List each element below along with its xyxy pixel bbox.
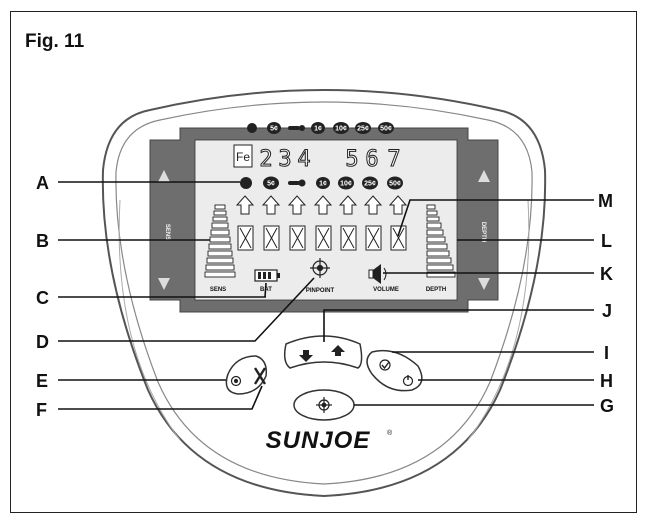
bezel-coin-label: 10¢ xyxy=(335,126,347,133)
arrow-up-icon xyxy=(287,195,307,215)
brand-logo: SUNJOE xyxy=(266,427,371,454)
bezel-up-arrow-right xyxy=(478,170,490,182)
arrow-up-icon xyxy=(235,195,255,215)
arrow-up-icon xyxy=(338,195,358,215)
callout-label: L xyxy=(601,231,612,251)
depth-label: DEPTH xyxy=(426,287,446,293)
x-cross-icon xyxy=(237,225,254,251)
callout-label: E xyxy=(36,371,48,391)
arrow-up-icon xyxy=(363,195,383,215)
sens-label: SENS xyxy=(210,287,226,293)
bezel-down-arrow-right xyxy=(478,278,490,290)
x-cross-icon xyxy=(340,225,357,251)
volume-label: VOLUME xyxy=(373,287,399,293)
pinpoint-label: PINPOINT xyxy=(306,288,335,294)
keyhole-icon xyxy=(288,179,306,187)
device-bottom-edge xyxy=(118,199,181,441)
x-cross-icon xyxy=(315,225,332,251)
x-cross-icon xyxy=(263,225,280,251)
callout-label: A xyxy=(36,173,49,193)
x-box-row xyxy=(237,225,407,251)
cancel-icon-label xyxy=(253,367,267,385)
up-arrow-icon xyxy=(331,345,345,356)
brand-registered-mark: ® xyxy=(387,429,393,437)
segment-digit: 5 xyxy=(345,147,358,172)
up-arrow-row xyxy=(235,195,408,215)
segment-display: 2 3 4 5 6 7 xyxy=(259,147,401,173)
depth-side-label: DEPTH xyxy=(480,222,486,242)
accept-power-button[interactable] xyxy=(366,349,423,392)
callout-label: J xyxy=(602,301,612,321)
bezel-up-arrow-left xyxy=(158,170,170,182)
lcd-coin-row: 5¢ 1¢ 10¢ 25¢ 50¢ xyxy=(240,176,403,190)
bezel-coin-label: 5¢ xyxy=(270,126,278,133)
callout-label: F xyxy=(36,400,47,420)
x-cross-icon xyxy=(390,225,407,251)
callout-label: G xyxy=(600,396,614,416)
callout-label: D xyxy=(36,332,49,352)
settings-button[interactable] xyxy=(225,355,268,395)
speaker-icon xyxy=(368,264,387,284)
segment-digit: 7 xyxy=(387,147,400,172)
callout-label: H xyxy=(600,371,613,391)
bezel-coin-label: 1¢ xyxy=(314,126,322,133)
fe-icon xyxy=(247,123,257,133)
depth-bars xyxy=(426,204,456,278)
segment-digit: 2 xyxy=(259,147,272,172)
segment-digit: 4 xyxy=(297,147,310,172)
callout-label: B xyxy=(36,231,49,251)
lcd-coin-label: 50¢ xyxy=(389,181,401,188)
segment-digit: 6 xyxy=(365,147,378,172)
bezel-coin-label: 50¢ xyxy=(380,126,392,133)
bezel-coin-label: 25¢ xyxy=(357,126,369,133)
crosshair-icon xyxy=(310,258,330,278)
callout-label: C xyxy=(36,288,49,308)
figure-title: Fig. 11 xyxy=(25,31,85,52)
segment-digit: 3 xyxy=(278,147,291,172)
down-arrow-icon xyxy=(299,350,313,362)
leader-lines xyxy=(58,181,594,410)
callout-label: I xyxy=(604,343,609,363)
crosshair-icon xyxy=(316,397,332,413)
sensitivity-bars xyxy=(204,204,236,278)
keyhole-icon xyxy=(288,125,305,131)
lcd-coin-label: 1¢ xyxy=(319,181,327,188)
power-icon xyxy=(402,375,414,387)
lcd-coin-label: 25¢ xyxy=(364,181,376,188)
device-bottom-edge-right xyxy=(467,199,530,441)
fe-box xyxy=(233,144,253,168)
check-icon xyxy=(379,359,391,371)
pinpoint-button[interactable] xyxy=(293,389,355,421)
fe-icon xyxy=(240,177,252,189)
arrow-up-icon xyxy=(261,195,281,215)
x-cross-icon xyxy=(365,225,382,251)
sens-side-label: SENS xyxy=(164,224,170,240)
callout-label: K xyxy=(600,264,613,284)
arrow-up-icon xyxy=(313,195,333,215)
bezel-down-arrow-left xyxy=(158,278,170,290)
device-inner-rim xyxy=(115,101,533,485)
gear-icon xyxy=(230,375,242,387)
arrow-up-icon xyxy=(388,195,408,215)
fe-label: Fe xyxy=(236,150,250,164)
battery-icon xyxy=(254,269,280,282)
callout-label: M xyxy=(598,191,613,211)
lcd-coin-label: 5¢ xyxy=(267,181,275,188)
depth-buttons[interactable] xyxy=(283,335,363,369)
lcd-coin-label: 10¢ xyxy=(340,181,352,188)
bezel-coin-strip: 5¢ 1¢ 10¢ 25¢ 50¢ xyxy=(247,122,394,134)
x-cross-icon xyxy=(289,225,306,251)
